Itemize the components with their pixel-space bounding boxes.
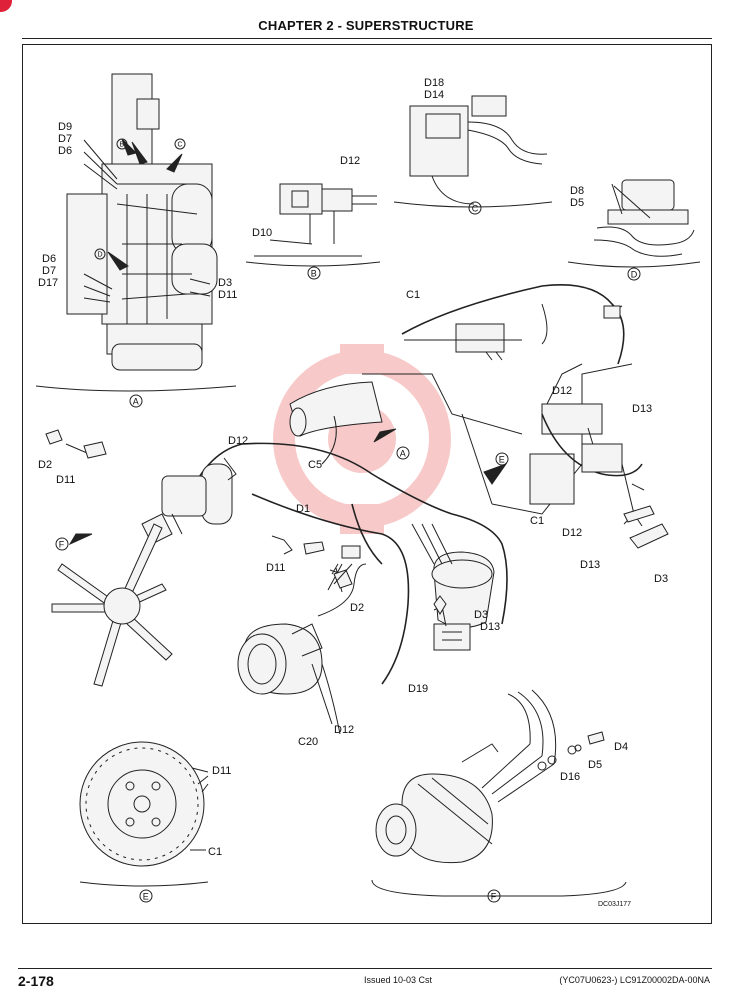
callout-d12-right: D12 — [562, 527, 582, 539]
callout-d14: D14 — [424, 89, 444, 101]
svg-text:E: E — [499, 455, 505, 465]
figure-frame — [22, 44, 712, 924]
callout-d16: D16 — [560, 771, 580, 783]
callout-c1-right: C1 — [530, 515, 544, 527]
callout-d7: D7 — [58, 133, 72, 145]
callout-c1-main: C1 — [406, 289, 420, 301]
callout-d11-mid: D11 — [266, 562, 285, 574]
view-marker-a-main: A — [396, 446, 410, 460]
view-d-sensor — [567, 179, 701, 268]
figure-reference: DC03J177 — [598, 901, 631, 908]
svg-text:C: C — [472, 204, 479, 214]
view-b-connector — [245, 183, 381, 267]
page-number: 2-178 — [18, 973, 54, 989]
callout-d5: D5 — [570, 197, 584, 209]
callout-d3-right: D3 — [654, 573, 668, 585]
svg-text:A: A — [400, 449, 406, 459]
callout-d3: D3 — [218, 277, 232, 289]
view-caption-f: F — [487, 889, 501, 903]
view-caption-d: D — [627, 267, 641, 281]
view-marker-f-main: F — [55, 537, 69, 551]
corner-badge — [0, 0, 12, 12]
callout-d3-mid: D3 — [474, 609, 488, 621]
callout-d11-left: D11 — [56, 474, 75, 486]
document-id: (YC07U0623-) LC91Z00002DA-00NA — [559, 975, 710, 985]
callout-d17: D17 — [38, 277, 58, 289]
svg-text:D: D — [98, 252, 103, 259]
view-marker-e-main: E — [495, 452, 509, 466]
callout-d8: D8 — [570, 185, 584, 197]
callout-d4: D4 — [614, 741, 628, 753]
callout-d13-low: D13 — [480, 621, 500, 633]
svg-text:D: D — [631, 270, 638, 280]
svg-text:B: B — [120, 142, 125, 149]
callout-d2-mid: D2 — [350, 602, 364, 614]
callout-d7-b: D7 — [42, 265, 56, 277]
view-caption-e: E — [139, 889, 153, 903]
issued-date: Issued 10-03 Cst — [364, 975, 433, 985]
callout-d18: D18 — [424, 77, 444, 89]
callout-d13-mid: D13 — [580, 559, 600, 571]
view-caption-c: C — [468, 201, 482, 215]
callout-c5: C5 — [308, 459, 322, 471]
callout-d5-f: D5 — [588, 759, 602, 771]
svg-text:B: B — [311, 269, 317, 279]
view-letter-c-marker: C — [174, 138, 186, 150]
callout-d11-e: D11 — [212, 765, 231, 777]
view-letter-d-marker: D — [94, 248, 106, 260]
main-harness-view — [45, 284, 669, 735]
footer-rule — [18, 968, 712, 969]
svg-text:E: E — [143, 892, 149, 902]
svg-text:F: F — [59, 540, 65, 550]
callout-d9: D9 — [58, 121, 72, 133]
callout-d2-left: D2 — [38, 459, 52, 471]
view-e-flywheel — [79, 741, 209, 887]
view-caption-a: A — [129, 394, 143, 408]
view-f-alternator — [371, 689, 627, 897]
callout-c1-e: C1 — [208, 846, 222, 858]
wiring-diagram: D9 D7 D6 D6 D7 D17 D3 D11 B C D A D12 D1… — [35, 73, 701, 908]
callout-d12-b: D12 — [340, 155, 360, 167]
callout-d1: D1 — [296, 503, 310, 515]
callout-d12-main-right: D12 — [552, 385, 572, 397]
svg-text:A: A — [133, 397, 139, 407]
callout-d6: D6 — [58, 145, 72, 157]
callout-d13-top: D13 — [632, 403, 652, 415]
callout-d12-bottom: D12 — [334, 724, 354, 736]
view-a-engine — [35, 73, 237, 392]
svg-text:F: F — [491, 892, 497, 902]
svg-text:C: C — [178, 142, 183, 149]
callout-d12-left: D12 — [228, 435, 248, 447]
callout-d6-b: D6 — [42, 253, 56, 265]
view-letter-b-marker: B — [116, 138, 128, 150]
callout-c20: C20 — [298, 736, 318, 748]
view-caption-b: B — [307, 266, 321, 280]
callout-d19: D19 — [408, 683, 428, 695]
callout-d10: D10 — [252, 227, 272, 239]
view-c-relay — [393, 95, 553, 208]
chapter-title: CHAPTER 2 - SUPERSTRUCTURE — [258, 18, 474, 33]
callout-d11: D11 — [218, 289, 237, 301]
header-rule — [22, 38, 712, 39]
